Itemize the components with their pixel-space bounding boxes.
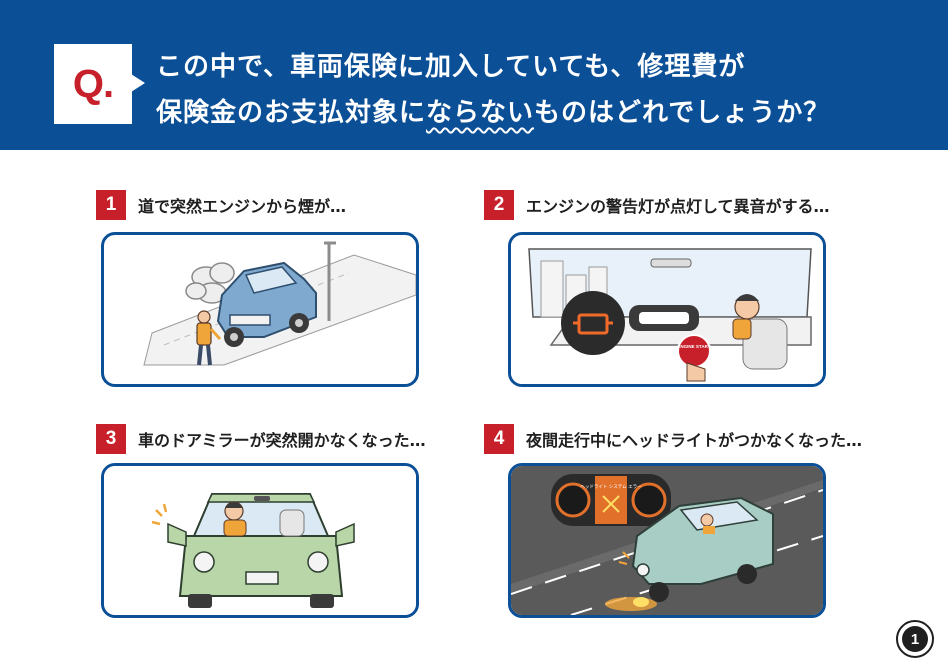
- option-1-label: 道で突然エンジンから煙が…: [138, 197, 347, 216]
- option-4-label: 夜間走行中にヘッドライトがつかなくなった…: [526, 431, 863, 450]
- engine-start-label: ENGINE START: [677, 344, 710, 349]
- q-badge: Q.: [54, 44, 145, 124]
- smoking-engine-illustration: [143, 241, 416, 366]
- question-line-2-before: 保険金のお支払対象に: [156, 98, 427, 128]
- option-3-title: 3 車のドアミラーが突然開かなくなった…: [96, 424, 426, 454]
- option-2-label: エンジンの警告灯が点灯して異音がする…: [526, 197, 830, 216]
- q-label: Q.: [72, 61, 114, 106]
- option-1-number: 1: [96, 190, 126, 220]
- option-2-title: 2 エンジンの警告灯が点灯して異音がする…: [484, 190, 830, 220]
- question-line-1: この中で、車両保険に加入していても、修理費が: [156, 52, 746, 82]
- engine-warning-light-illustration: ENGINE START: [511, 235, 823, 384]
- option-2-number: 2: [484, 190, 514, 220]
- question-emphasis: ならない: [426, 98, 535, 128]
- option-4-title: 4 夜間走行中にヘッドライトがつかなくなった…: [484, 424, 862, 454]
- headlight-failure-illustration: ヘッドライト システム エラー: [511, 466, 823, 615]
- question-line-2: 保険金のお支払対象にならないものはどれでしょうか？: [156, 92, 830, 129]
- option-2-card[interactable]: ENGINE START: [508, 232, 826, 387]
- option-4-card[interactable]: ヘッドライト システム エラー: [508, 463, 826, 618]
- door-mirror-illustration: [104, 466, 416, 615]
- question-line-2-after: ものはどれでしょうか？: [534, 98, 831, 128]
- option-4-number: 4: [484, 424, 514, 454]
- option-3-number: 3: [96, 424, 126, 454]
- option-1-card[interactable]: [101, 232, 419, 387]
- option-1-title: 1 道で突然エンジンから煙が…: [96, 190, 346, 220]
- page-number-badge: 1: [896, 620, 934, 658]
- option-3-card[interactable]: [101, 463, 419, 618]
- page-number: 1: [902, 626, 928, 652]
- headlight-warning-label: ヘッドライト システム エラー: [580, 484, 642, 490]
- option-3-label: 車のドアミラーが突然開かなくなった…: [138, 431, 426, 450]
- question-header: Q. この中で、車両保険に加入していても、修理費が 保険金のお支払対象にならない…: [0, 0, 948, 150]
